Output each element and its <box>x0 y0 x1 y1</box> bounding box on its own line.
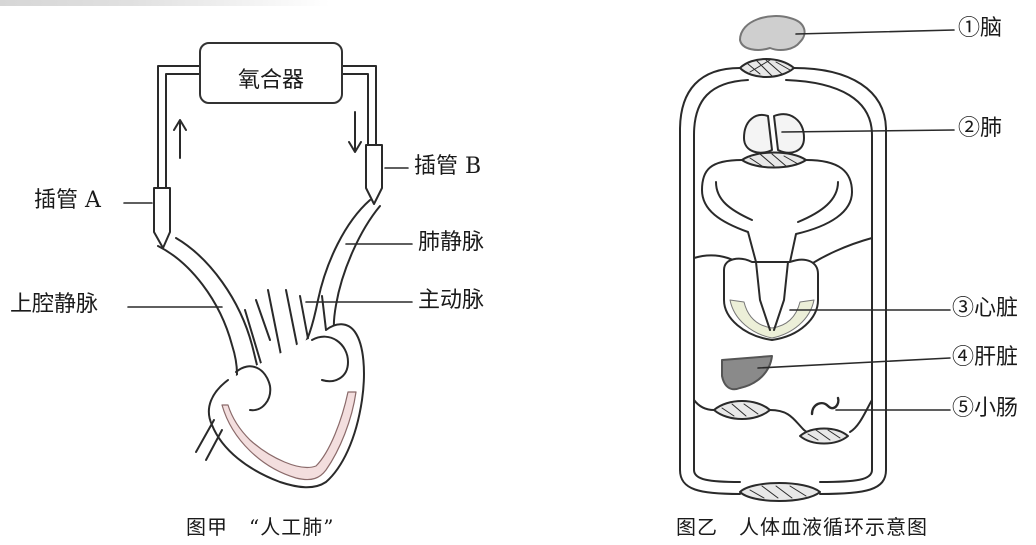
leader-brain <box>796 30 954 34</box>
tube-to-oxygenator <box>158 66 199 188</box>
down-arrow-icon <box>349 112 361 152</box>
figure-a <box>124 66 412 487</box>
superior-vena-cava-label: 上腔静脉 <box>10 294 98 316</box>
cannula-b-label: 插管 B <box>414 156 481 178</box>
small-intestine-label: ⑤小肠 <box>952 398 1018 420</box>
cannula-b <box>366 145 382 204</box>
liver-capillaries <box>714 401 770 419</box>
cannula-a <box>154 188 170 248</box>
small-intestine-organ <box>812 398 838 414</box>
pulmonary-loop <box>702 160 852 262</box>
figure-b-caption: 图乙 人体血液循环示意图 <box>676 517 928 537</box>
lower-body-capillaries <box>740 483 820 501</box>
heart-label: ③心脏 <box>952 298 1018 320</box>
up-arrow-icon <box>174 120 186 158</box>
tube-from-oxygenator <box>343 66 376 145</box>
liver-organ <box>722 356 772 389</box>
brain-organ <box>740 16 805 50</box>
figure-b <box>680 16 954 501</box>
leader-lung <box>782 130 954 132</box>
pulmonary-vein-label: 肺静脉 <box>418 232 484 254</box>
lung-organ <box>744 114 804 152</box>
lung-capillaries <box>742 153 806 168</box>
brain-label: ①脑 <box>958 18 1002 40</box>
figure-a-caption: 图甲 “人工肺” <box>186 517 334 537</box>
aorta-label: 主动脉 <box>418 290 484 312</box>
cannula-a-label: 插管 A <box>34 190 101 212</box>
oxygenator-box: 氧合器 <box>199 42 343 104</box>
lung-label: ②肺 <box>958 118 1002 140</box>
liver-label: ④肝脏 <box>952 347 1018 369</box>
oxygenator-label: 氧合器 <box>201 62 341 94</box>
leader-liver <box>758 358 950 368</box>
